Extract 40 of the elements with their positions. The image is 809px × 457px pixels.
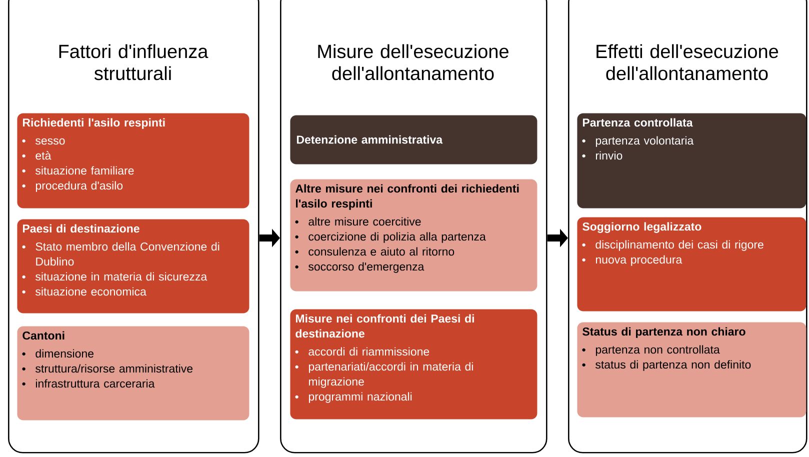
column-title: Effetti dell'esecuzione dell'allontanamento xyxy=(596,44,778,80)
bullet-item: rinvio xyxy=(596,151,622,160)
bullet-item: disciplinamento dei casi di rigore xyxy=(596,240,764,251)
bullet-item: altre misure coercitive xyxy=(308,217,421,226)
category-box xyxy=(17,113,250,208)
column-title: Misure dell'esecuzione dell'allontanamento xyxy=(318,44,508,80)
column-title: Fattori d'influenza strutturali xyxy=(59,44,208,80)
box-heading: Paesi di destinazione xyxy=(22,224,140,233)
category-box xyxy=(290,179,538,292)
bullet-item: dimensione xyxy=(36,349,94,358)
category-box xyxy=(290,115,538,164)
box-heading: Cantoni xyxy=(22,331,64,340)
bullet-item: programmi nazionali xyxy=(308,392,412,403)
bullet-item: status di partenza non definito xyxy=(596,360,751,371)
bullet-item: procedura d'asilo xyxy=(36,181,123,192)
category-box xyxy=(17,326,250,420)
category-box xyxy=(577,113,806,208)
box-heading: Status di partenza non chiaro xyxy=(582,327,746,338)
category-box xyxy=(577,217,806,312)
bullet-item: situazione economica xyxy=(36,287,146,296)
bullet-item: infrastruttura carceraria xyxy=(36,379,155,388)
bullet-item: partenza non controllata xyxy=(596,345,720,356)
box-heading: Partenza controllata xyxy=(582,118,693,127)
bullet-item: situazione in materia di sicurezza xyxy=(36,272,208,281)
bullet-item: accordi di riammissione xyxy=(308,347,430,356)
bullet-item: soccorso d'emergenza xyxy=(308,262,424,273)
bullet-item: consulenza e aiuto al ritorno xyxy=(308,247,454,256)
bullet-item: età xyxy=(36,151,52,160)
box-heading: Detenzione amministrativa xyxy=(296,135,443,144)
bullet-item: nuova procedura xyxy=(596,255,682,266)
category-box xyxy=(577,322,806,418)
bullet-item: sesso xyxy=(36,138,65,145)
bullet-item: struttura/risorse amministrative xyxy=(36,364,193,373)
box-heading: Richiedenti l'asilo respinti xyxy=(22,118,165,129)
bullet-item: partenza volontaria xyxy=(596,136,694,147)
category-box xyxy=(290,309,538,420)
box-heading: Soggiorno legalizzato xyxy=(582,222,702,233)
category-box xyxy=(17,219,250,314)
bullet-item: coercizione di polizia alla partenza xyxy=(308,232,486,243)
bullet-item: situazione familiare xyxy=(36,166,134,175)
